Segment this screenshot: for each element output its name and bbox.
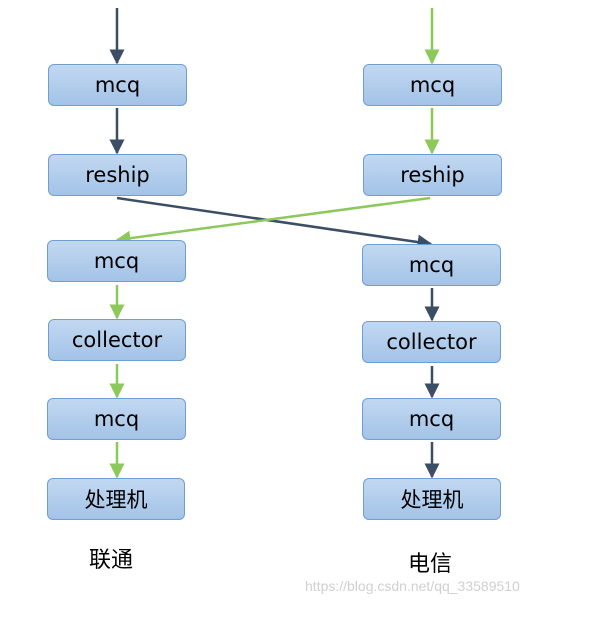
left-processor-node: 处理机	[47, 478, 185, 520]
right-reship-node: reship	[363, 154, 502, 196]
left-mcq-node-1: mcq	[48, 64, 187, 106]
watermark-text: https://blog.csdn.net/qq_33589510	[305, 578, 520, 594]
left-mcq-node-2: mcq	[47, 240, 186, 282]
left-reship-node: reship	[48, 154, 187, 196]
left-column-label: 联通	[89, 548, 134, 573]
left-mcq-node-3: mcq	[47, 398, 186, 440]
right-mcq-node-2: mcq	[362, 244, 501, 286]
right-collector-node: collector	[362, 321, 501, 363]
right-mcq-node-3: mcq	[362, 398, 501, 440]
arrow-right-reship-to-left-mcq	[115, 196, 431, 246]
right-mcq-node-1: mcq	[363, 64, 502, 106]
left-collector-node: collector	[48, 319, 186, 361]
right-processor-node: 处理机	[363, 478, 501, 520]
arrow-left-reship-to-right-mcq	[116, 196, 433, 250]
right-column-label: 电信	[408, 552, 453, 577]
